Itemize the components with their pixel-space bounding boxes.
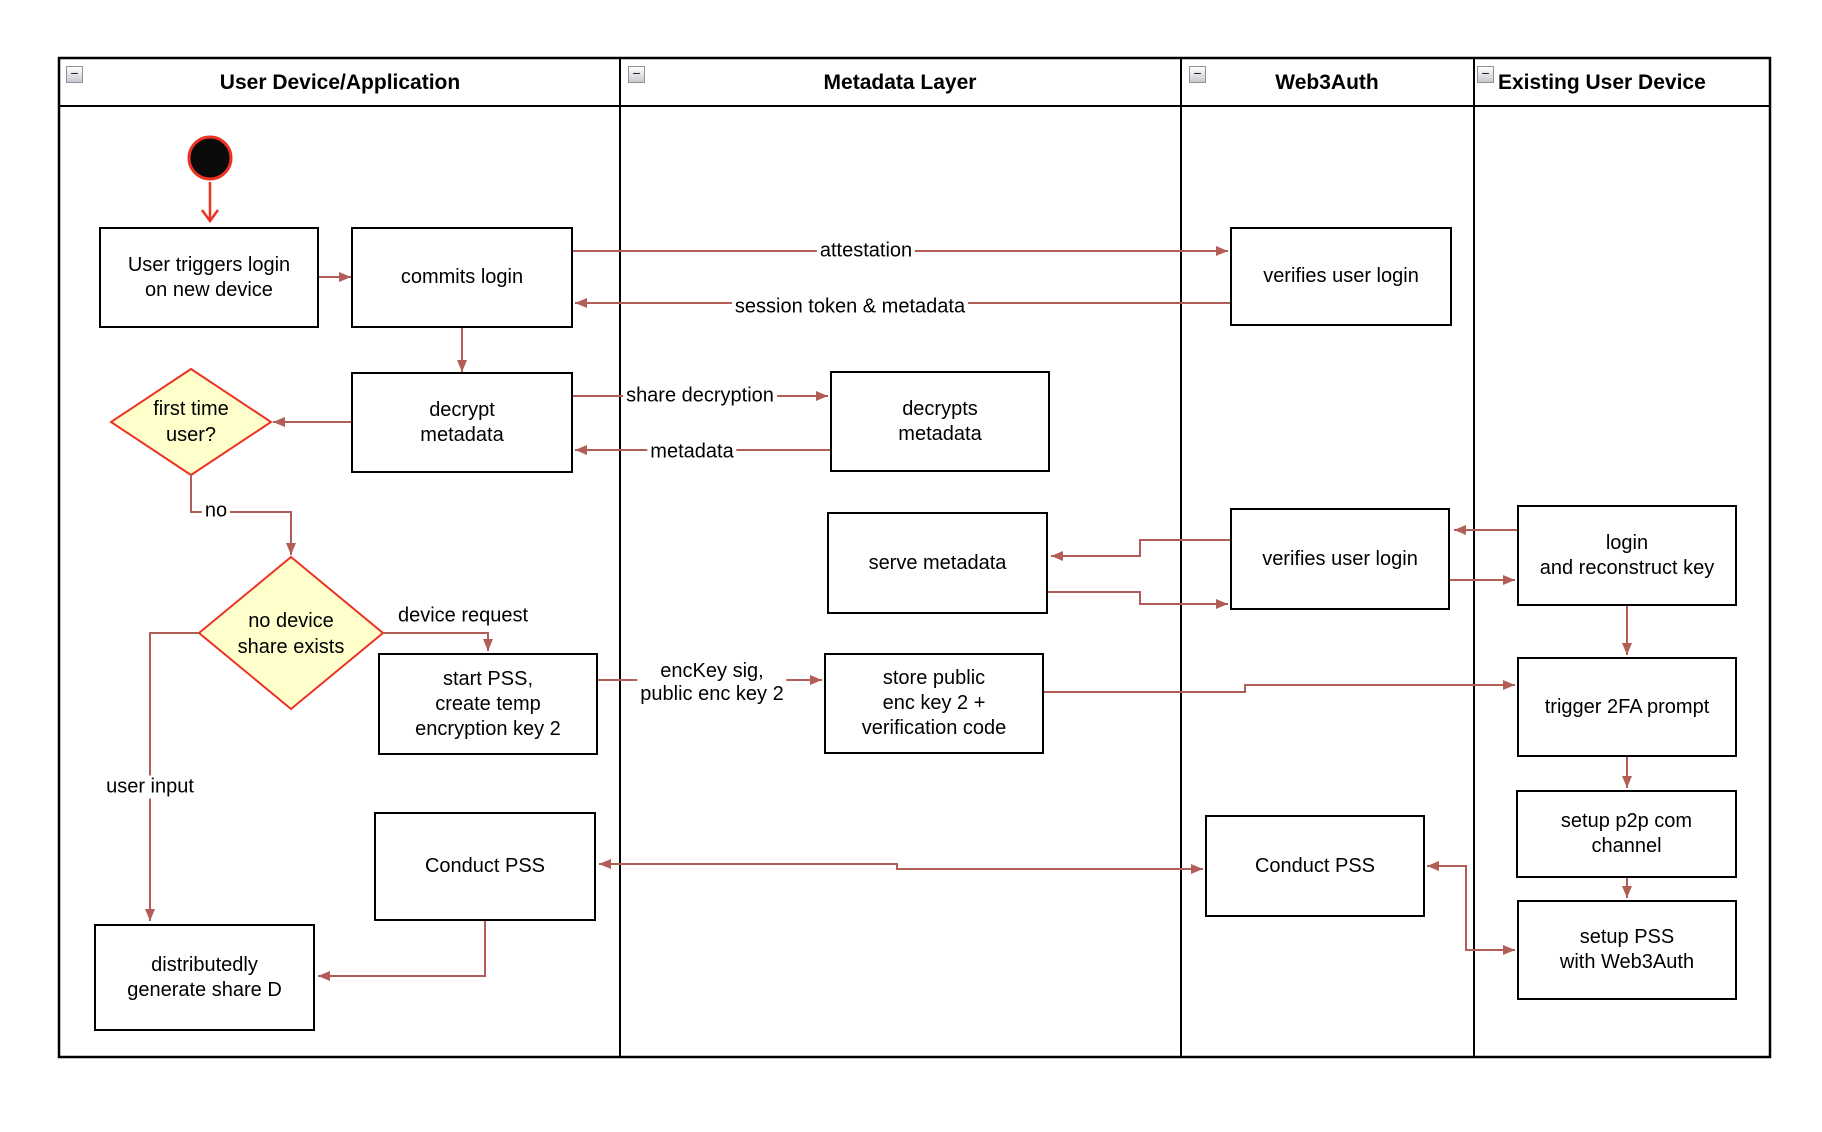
lane-title-web3auth: Web3Auth [1275,71,1379,94]
edge-label-enckey: encKey sig, public enc key 2 [637,660,787,706]
edge-verifies2-to-serve [1051,539,1230,561]
node-conduct-pss-web3auth[interactable]: Conduct PSS [1205,815,1425,917]
node-verifies-user-login-mid[interactable]: verifies user login [1230,508,1450,610]
edge-user-input [145,632,199,921]
node-setup-p2p-channel[interactable]: setup p2p com channel [1516,790,1737,878]
edge-label-device-request: device request [397,604,529,627]
lane-title-metadata-layer: Metadata Layer [823,71,977,94]
node-login-reconstruct-key[interactable]: login and reconstruct key [1517,505,1737,606]
node-start-pss[interactable]: start PSS, create temp encryption key 2 [378,653,598,755]
node-trigger-2fa-prompt[interactable]: trigger 2FA prompt [1517,657,1737,757]
decision-label-first-time-user: first time user? [153,398,229,446]
edge-serve-to-verifies2 [1048,591,1228,609]
start-node[interactable] [187,135,233,181]
collapse-lane-icon[interactable]: − [1189,66,1206,83]
node-verifies-user-login-top[interactable]: verifies user login [1230,227,1452,326]
node-distributedly-generate-share[interactable]: distributedly generate share D [94,924,315,1031]
edge-conduct-to-distgen [318,921,486,981]
node-serve-metadata[interactable]: serve metadata [827,512,1048,614]
node-setup-pss-web3auth[interactable]: setup PSS with Web3Auth [1517,900,1737,1000]
edge-device-request [383,632,493,651]
edge-setuppss-conductpss-link [1427,861,1515,955]
edge-label-user-input: user input [103,775,197,799]
edge-label-metadata: metadata [647,440,737,464]
decision-label-no-device-share: no device share exists [237,610,345,658]
edge-label-no: no [201,499,231,523]
collapse-lane-icon[interactable]: − [628,66,645,83]
lane-title-existing-device: Existing User Device [1498,71,1706,94]
edge-start-arrowhead-icon [200,209,220,224]
edge-store-to-trigger2fa [1044,680,1515,693]
edge-label-attestation: attestation [816,239,916,263]
lane-title-user-device: User Device/Application [219,71,461,94]
edge-label-share-decryption: share decryption [623,384,777,408]
collapse-lane-icon[interactable]: − [66,66,83,83]
edge-label-session-token: session token & metadata [731,295,969,319]
node-user-triggers-login[interactable]: User triggers login on new device [99,227,319,328]
edge-conduct-pss-link [599,859,1203,874]
node-store-public-key[interactable]: store public enc key 2 + verification co… [824,653,1044,754]
node-decrypt-metadata[interactable]: decrypt metadata [351,372,573,473]
edge-no-branch [190,475,296,555]
collapse-lane-icon[interactable]: − [1477,66,1494,83]
node-commits-login[interactable]: commits login [351,227,573,328]
node-conduct-pss-user[interactable]: Conduct PSS [374,812,596,921]
decision-no-device-share[interactable] [197,555,385,711]
pool-frame [57,56,1772,1059]
node-decrypts-metadata[interactable]: decrypts metadata [830,371,1050,472]
